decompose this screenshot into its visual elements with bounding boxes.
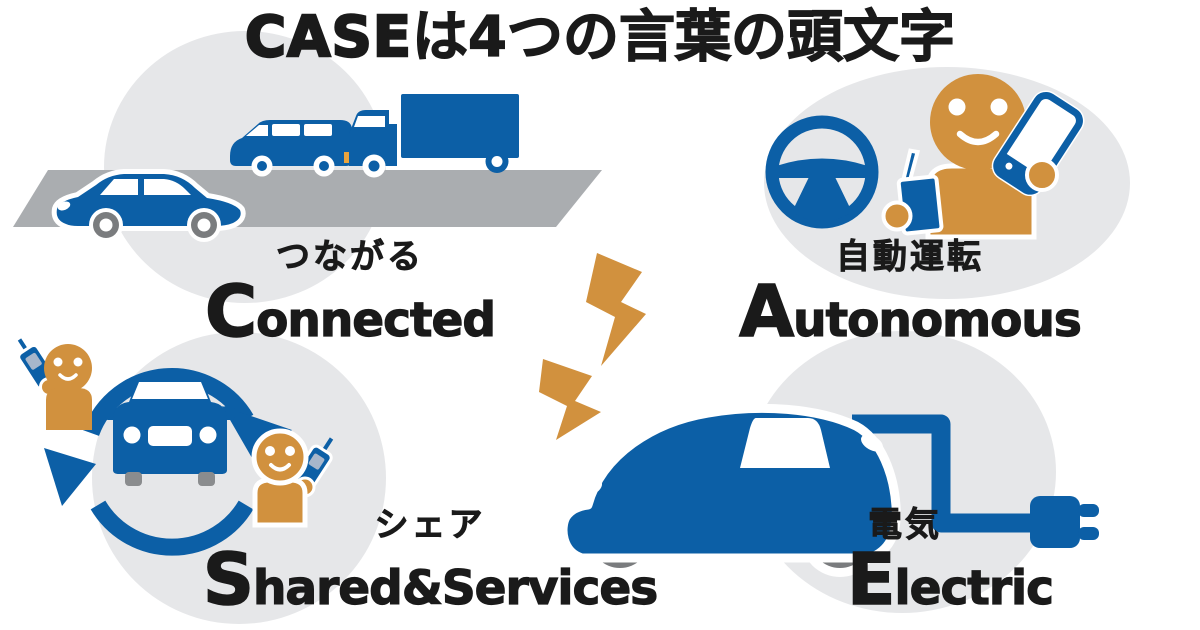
electric-en-label: Electric xyxy=(846,538,1054,621)
electric-jp-label: 電気 xyxy=(868,505,942,545)
power-plug-icon xyxy=(1030,496,1099,548)
smartphone-icon xyxy=(991,90,1085,197)
connected-bg-circle xyxy=(104,31,386,303)
lightning-bolt-icon xyxy=(586,253,646,366)
steering-wheel-icon xyxy=(765,115,879,229)
electric-car-icon xyxy=(558,403,901,577)
connected-label: つながる Connected xyxy=(145,237,555,353)
autonomous-label: 自動運転 Autonomous xyxy=(705,237,1115,353)
title-jp-text: は4つの言葉の頭文字 xyxy=(411,4,955,70)
person-hand xyxy=(881,200,913,232)
truck-icon xyxy=(349,94,519,178)
person-with-phone-icon xyxy=(881,74,1085,240)
shared-jp-label: シェア xyxy=(374,505,486,545)
shared-label: シェア Shared&Services xyxy=(180,505,680,621)
power-cable-icon xyxy=(852,414,1099,548)
lightning-bolt-icon xyxy=(539,359,601,440)
person-body xyxy=(46,388,92,430)
person-head xyxy=(251,428,309,486)
person-hand xyxy=(1025,158,1059,192)
sedan-car-icon xyxy=(51,169,246,242)
connected-en-label: Connected xyxy=(204,270,496,353)
car-front-icon xyxy=(105,376,235,486)
person-phone-icon xyxy=(251,428,334,528)
person-phone-icon xyxy=(17,338,92,430)
person-head xyxy=(44,344,92,392)
connected-jp-label: つながる xyxy=(276,237,424,277)
shared-en-label: Shared&Services xyxy=(202,538,659,621)
minivan-icon xyxy=(230,120,352,177)
autonomous-jp-label: 自動運転 xyxy=(836,237,984,277)
autonomous-en-label: Autonomous xyxy=(738,270,1082,353)
page-title: CASEは4つの言葉の頭文字 xyxy=(0,0,1200,73)
title-case-text: CASE xyxy=(244,4,413,71)
electric-label: 電気 Electric xyxy=(770,505,1130,621)
